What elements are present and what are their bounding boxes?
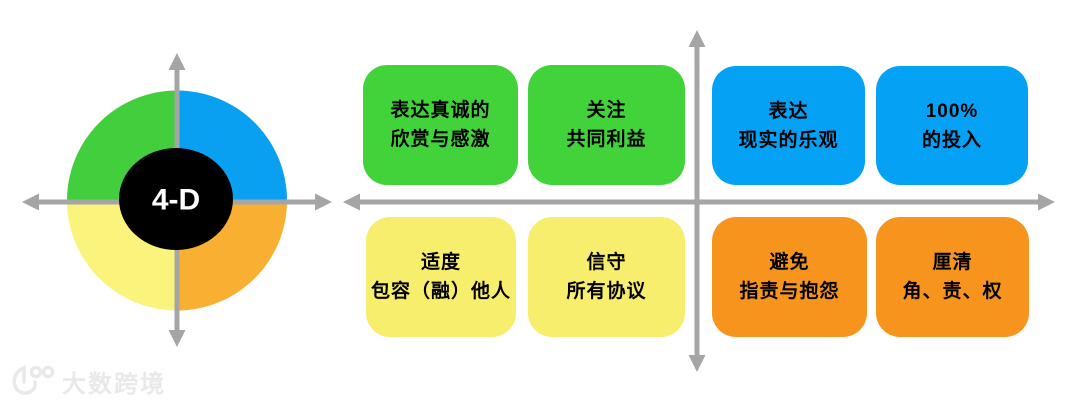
- box-line: 现实的乐观: [738, 129, 839, 151]
- wheel-center-label: 4-D: [152, 184, 200, 217]
- box-line: 角、责、权: [902, 281, 1003, 302]
- arrow-right-icon: [315, 193, 332, 211]
- wheel-axes-arrowheads: [22, 53, 332, 347]
- box-appropriate-inclusion: 适度 包容（融）他人: [366, 217, 516, 337]
- box-line: 的投入: [921, 129, 982, 151]
- box-line: 100%: [925, 100, 979, 122]
- matrix-axes-arrowheads: [343, 30, 1055, 372]
- arrow-right-icon: [1038, 193, 1055, 211]
- box-full-commitment: 100% 的投入: [876, 66, 1028, 185]
- arrow-up-icon: [688, 30, 706, 47]
- watermark-logo-icon: [12, 365, 55, 395]
- box-line: 指责与抱怨: [739, 281, 840, 302]
- box-clarify-roles: 厘清 角、责、权: [876, 217, 1029, 337]
- arrow-left-icon: [343, 193, 360, 211]
- box-line: 信守: [586, 252, 627, 273]
- matrix-axes-lines: [357, 44, 1041, 358]
- box-common-interests: 关注 共同利益: [528, 65, 685, 185]
- box-line: 表达真诚的: [390, 100, 491, 121]
- box-avoid-blaming: 避免 指责与抱怨: [712, 217, 867, 337]
- box-line: 关注: [586, 100, 627, 121]
- watermark: 大数跨境: [12, 362, 166, 400]
- arrow-down-icon: [168, 330, 186, 347]
- arrow-down-icon: [688, 355, 706, 372]
- box-line: 避免: [769, 252, 810, 273]
- box-realistic-optimism: 表达 现实的乐观: [712, 66, 865, 185]
- box-line: 表达: [768, 100, 809, 122]
- box-line: 适度: [420, 252, 461, 273]
- box-line: 欣赏与感激: [390, 129, 491, 150]
- box-express-appreciation: 表达真诚的 欣赏与感激: [363, 65, 518, 185]
- arrow-left-icon: [22, 193, 39, 211]
- box-keep-agreements: 信守 所有协议: [528, 217, 685, 337]
- wheel-center-circle: [119, 148, 233, 250]
- box-line: 厘清: [932, 252, 973, 273]
- box-line: 包容（融）他人: [370, 281, 511, 302]
- watermark-label: 大数跨境: [62, 370, 166, 398]
- arrow-up-icon: [168, 53, 186, 70]
- box-line: 共同利益: [566, 129, 647, 150]
- box-line: 所有协议: [566, 281, 647, 302]
